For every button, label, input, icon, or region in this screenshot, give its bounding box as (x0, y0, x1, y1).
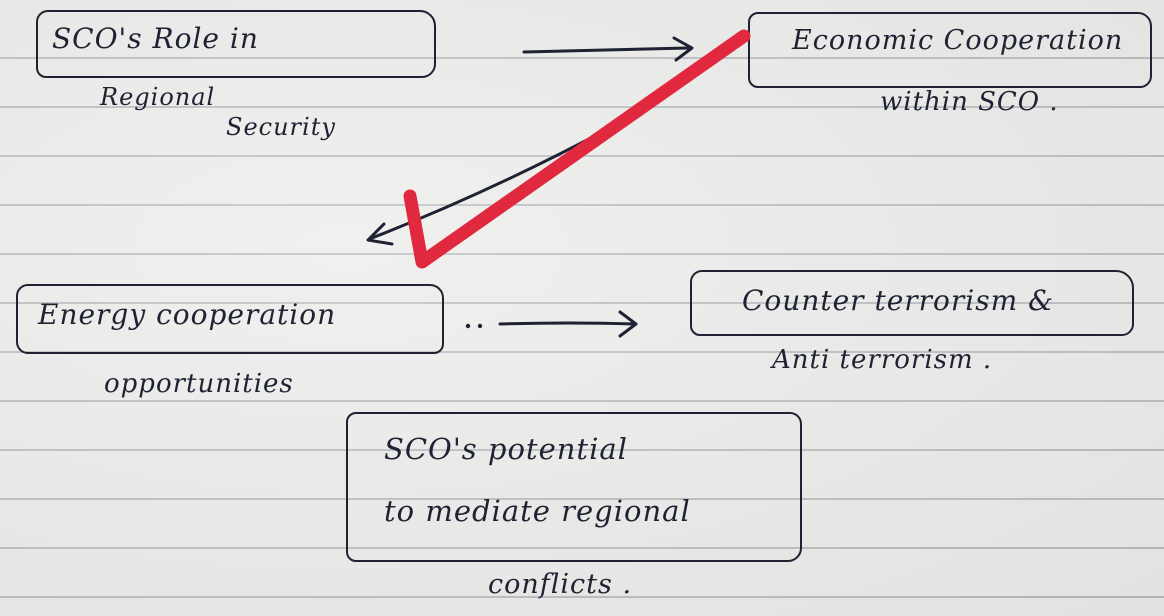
node-regional-security-line2: Regional (100, 83, 216, 111)
node-mediation-line2: to mediate regional (384, 494, 691, 528)
node-box-counter-terrorism (690, 270, 1134, 336)
node-box-energy-cooperation (16, 284, 444, 354)
node-box-economic-cooperation (748, 12, 1152, 88)
node-energy-cooperation-line2: opportunities (104, 369, 294, 399)
ink-dot (465, 323, 471, 329)
node-mediation-line1: SCO's potential (384, 432, 628, 466)
node-regional-security-line1: SCO's Role in (52, 22, 259, 55)
arrow-energy-to-counter (498, 310, 638, 338)
node-mediation-line3: conflicts . (488, 569, 633, 600)
node-economic-cooperation-line2: within SCO . (880, 87, 1059, 117)
node-box-regional-security (36, 10, 436, 78)
arrow-security-to-economic (522, 36, 694, 62)
node-counter-terrorism-line1: Counter terrorism & (742, 284, 1054, 317)
node-economic-cooperation-line1: Economic Cooperation (792, 25, 1124, 56)
red-checkmark (403, 29, 751, 269)
node-counter-terrorism-line2: Anti terrorism . (772, 345, 993, 375)
ink-dot (477, 323, 483, 329)
node-box-mediation (346, 412, 802, 562)
node-energy-cooperation-line1: Energy cooperation (38, 298, 337, 331)
node-regional-security-line3: Security (226, 113, 336, 141)
